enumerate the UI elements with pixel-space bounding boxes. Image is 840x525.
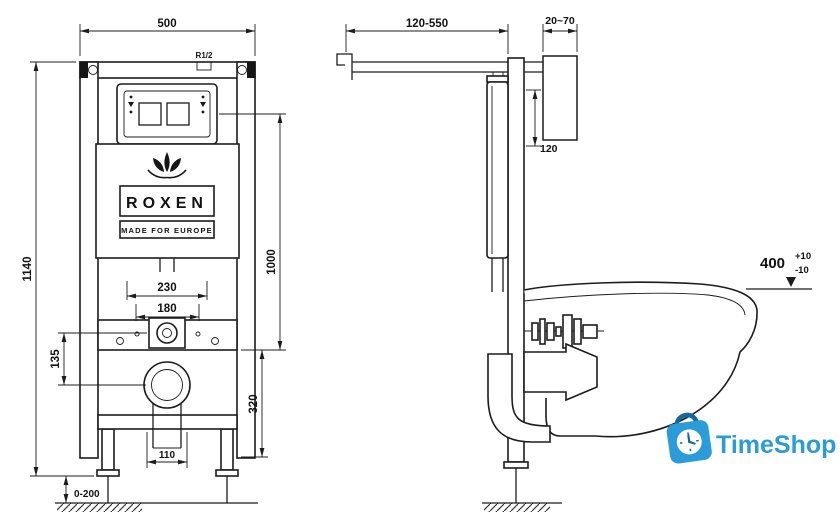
ground-hatch — [484, 503, 550, 512]
tagline-label: MADE FOR EUROPE — [121, 226, 213, 235]
side-dimensions: 120-550 20~70 120 400 +10 -10 — [345, 15, 812, 290]
cistern-cap — [486, 75, 509, 83]
dim-110-label: 110 — [159, 450, 176, 461]
mount-hole — [116, 337, 124, 345]
corner-bracket-right — [247, 62, 255, 78]
ground-hatch — [57, 503, 142, 512]
outlet-hole — [156, 322, 178, 344]
wall-bracket — [542, 55, 578, 141]
dim-320-label: 320 — [248, 394, 260, 413]
front-dimensions: 500 R1/2 1140 230 180 135 1000 320 110 0… — [22, 18, 286, 503]
dim-feet-label: 0-200 — [74, 489, 100, 500]
flush-button-left — [138, 102, 162, 126]
dim-width-label: 500 — [157, 18, 176, 30]
mount-hole — [211, 337, 219, 345]
wall-bracket-hatch — [542, 55, 578, 141]
flush-plate — [116, 83, 218, 145]
dim-tolerance-minus: -10 — [795, 265, 809, 276]
frame-top-bar — [79, 61, 256, 79]
mounting-hardware — [524, 314, 604, 349]
dim-wall-gap-label: 20~70 — [545, 15, 575, 27]
front-view: ROXEN MADE FOR EUROPE — [55, 61, 258, 512]
right-foot — [215, 469, 239, 477]
dim-1000-label: 1000 — [266, 249, 278, 275]
outlet-hole-center — [162, 328, 172, 338]
dim-height-label: 1140 — [22, 257, 34, 282]
mount-hole — [195, 331, 201, 337]
lotus-icon — [147, 152, 187, 179]
cistern-front: ROXEN MADE FOR EUROPE — [95, 143, 240, 259]
logo-text: TimeShop — [716, 431, 836, 459]
timeshop-logo: TimeShop — [666, 412, 836, 464]
shopping-bag-clock-icon — [666, 412, 712, 464]
left-leg — [101, 428, 115, 471]
water-inlet-fitting — [196, 61, 212, 71]
outlet-connector — [523, 342, 598, 402]
support-arm-hook — [336, 53, 353, 80]
brand-box — [119, 185, 215, 217]
right-leg — [220, 428, 234, 471]
toilet-bowl-profile — [523, 281, 758, 438]
dim-depth-label: 120-550 — [406, 18, 448, 30]
drain-elbow — [487, 353, 551, 443]
dim-230-label: 230 — [157, 282, 176, 294]
left-foot — [96, 469, 120, 477]
bolt-icon — [237, 65, 247, 75]
cistern-side — [486, 81, 509, 259]
tagline-box — [119, 220, 215, 239]
dim-rim-height-label: 400 — [760, 255, 785, 272]
bolt-icon — [88, 65, 98, 75]
dim-tolerance-plus: +10 — [795, 251, 811, 262]
drain-opening-inner — [151, 369, 183, 401]
flush-button-right — [166, 102, 190, 126]
bottom-crossbar — [97, 414, 238, 430]
frame-left-rail — [79, 61, 99, 459]
dim-inlet-label: R1/2 — [196, 51, 213, 60]
corner-bracket-left — [80, 62, 88, 78]
height-arrow-icon — [786, 277, 796, 287]
frame-right-rail — [236, 61, 256, 459]
bowl-rim-line — [523, 292, 746, 316]
post-foot — [503, 461, 529, 469]
dim-180-label: 180 — [157, 303, 176, 315]
dim-120-label: 120 — [540, 143, 558, 155]
drain-opening — [143, 361, 191, 409]
dim-135-label: 135 — [50, 349, 62, 369]
plate-clip-icons — [128, 95, 206, 114]
side-view — [336, 53, 758, 512]
mount-hole — [134, 331, 140, 337]
brand-label: ROXEN — [126, 195, 208, 212]
